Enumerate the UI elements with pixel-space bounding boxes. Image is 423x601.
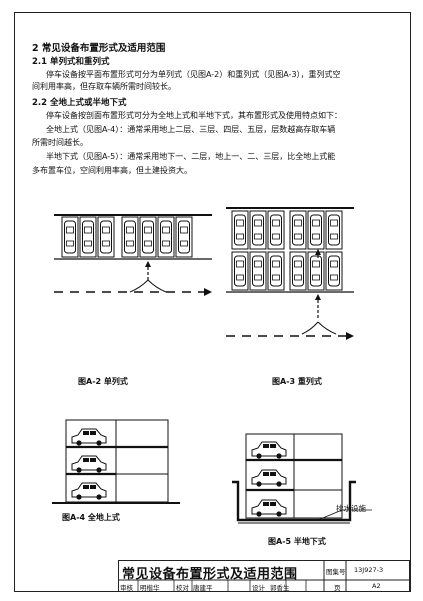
para-2-2-line1: 停车设备按剖面布置形式可分为全地上式和半地下式，其布置形式及使用特点如下：: [46, 111, 342, 120]
label-drain: 排水设施: [336, 504, 366, 513]
caption-a3: 图A-3 重列式: [272, 377, 322, 386]
tb-designer: 郭香生: [270, 584, 290, 592]
atlas-number: 13J927-3: [354, 566, 384, 574]
figure-a2-single-row-plan: [54, 214, 212, 296]
title-block-grid: [118, 560, 410, 592]
section-title: 2 常见设备布置形式及适用范围: [32, 43, 166, 54]
para-2-1-line1: 停车设备按平面布置形式可分为单列式（见图A-2）和重列式（见图A-3），重列式空: [46, 70, 341, 79]
figure-a4-above-ground-section: [52, 419, 180, 504]
para-2-1-line2: 间利用率高，但存取车辆所需时间较长。: [32, 82, 176, 91]
page-number: A2: [372, 582, 381, 590]
figure-a5-semi-underground-section: [232, 433, 372, 524]
heading-2-1: 2.1 单列式和重列式: [32, 57, 110, 67]
tb-checker-label: 校对: [176, 584, 189, 592]
tb-checker: 唐建平: [193, 584, 213, 592]
a2-parking-row: [61, 216, 193, 258]
page-label: 页: [334, 584, 341, 592]
tb-reviewer-label: 审核: [120, 584, 133, 592]
tb-designer-label: 设计: [252, 584, 265, 592]
para-2-2-line5: 多布置车位，空间利用率高，但土建投资大。: [32, 166, 192, 175]
heading-2-2: 2.2 全地上式或半地下式: [32, 98, 127, 108]
atlas-label: 图集号: [326, 568, 346, 576]
title-block: [118, 560, 410, 592]
a3-parking-rows: [231, 210, 343, 291]
caption-a2: 图A-2 单列式: [78, 377, 128, 386]
tb-reviewer: 明楷华: [140, 584, 160, 592]
title-block-title: 常见设备布置形式及适用范围: [122, 567, 298, 582]
para-2-2-line2: 全地上式（见图A-4）：通常采用地上二层、三层、四层、五层，层数越高存取车辆: [46, 125, 336, 134]
caption-a5: 图A-5 半地下式: [268, 537, 326, 546]
para-2-2-line3: 所需时间越长。: [32, 138, 88, 147]
figure-a3-double-row-plan: [226, 207, 354, 340]
caption-a4: 图A-4 全地上式: [62, 513, 120, 522]
para-2-2-line4: 半地下式（见图A-5）：通常采用地下一、二层，地上一、二、三层，比全地上式能: [46, 152, 336, 161]
